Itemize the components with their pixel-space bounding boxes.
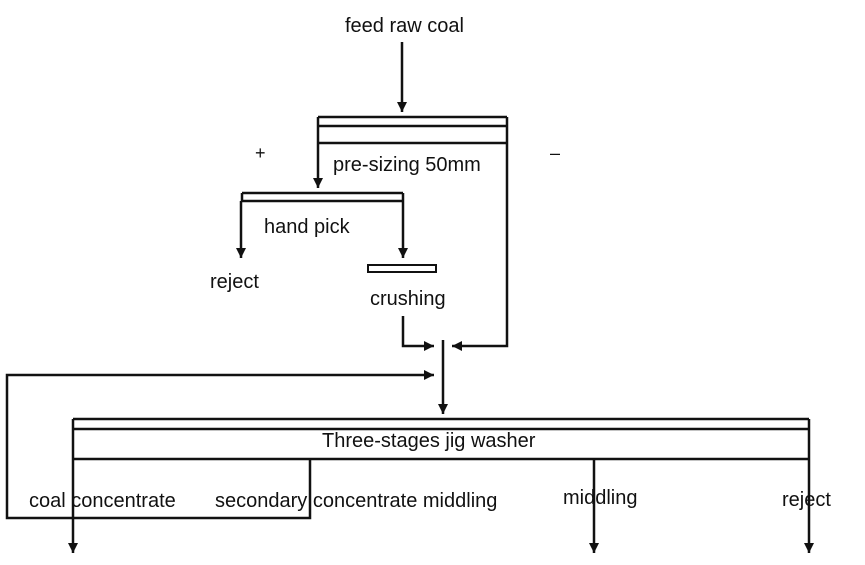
presizing-screen — [316, 115, 509, 145]
minus-label: – — [550, 143, 561, 163]
reject-top-label: reject — [210, 271, 259, 293]
feed-label: feed raw coal — [345, 15, 464, 37]
jig-label: Three-stages jig washer — [322, 430, 536, 452]
jig-washer-box — [71, 417, 811, 461]
handpick-label: hand pick — [264, 216, 350, 238]
coal-concentrate-label: coal concentrate — [29, 490, 176, 512]
middling-label: middling — [563, 487, 638, 509]
reject-bottom-label: reject — [782, 489, 831, 511]
crushing-label: crushing — [370, 288, 446, 310]
recycle-line — [5, 370, 434, 520]
secondary-middling-label: secondary concentrate middling — [215, 490, 498, 512]
undersize-line — [452, 143, 509, 351]
crusher-plate — [367, 264, 437, 273]
plus-label: + — [255, 143, 266, 163]
handpick-bar — [240, 191, 405, 203]
crushed-line — [401, 316, 434, 351]
presizing-label: pre-sizing 50mm — [333, 154, 481, 176]
